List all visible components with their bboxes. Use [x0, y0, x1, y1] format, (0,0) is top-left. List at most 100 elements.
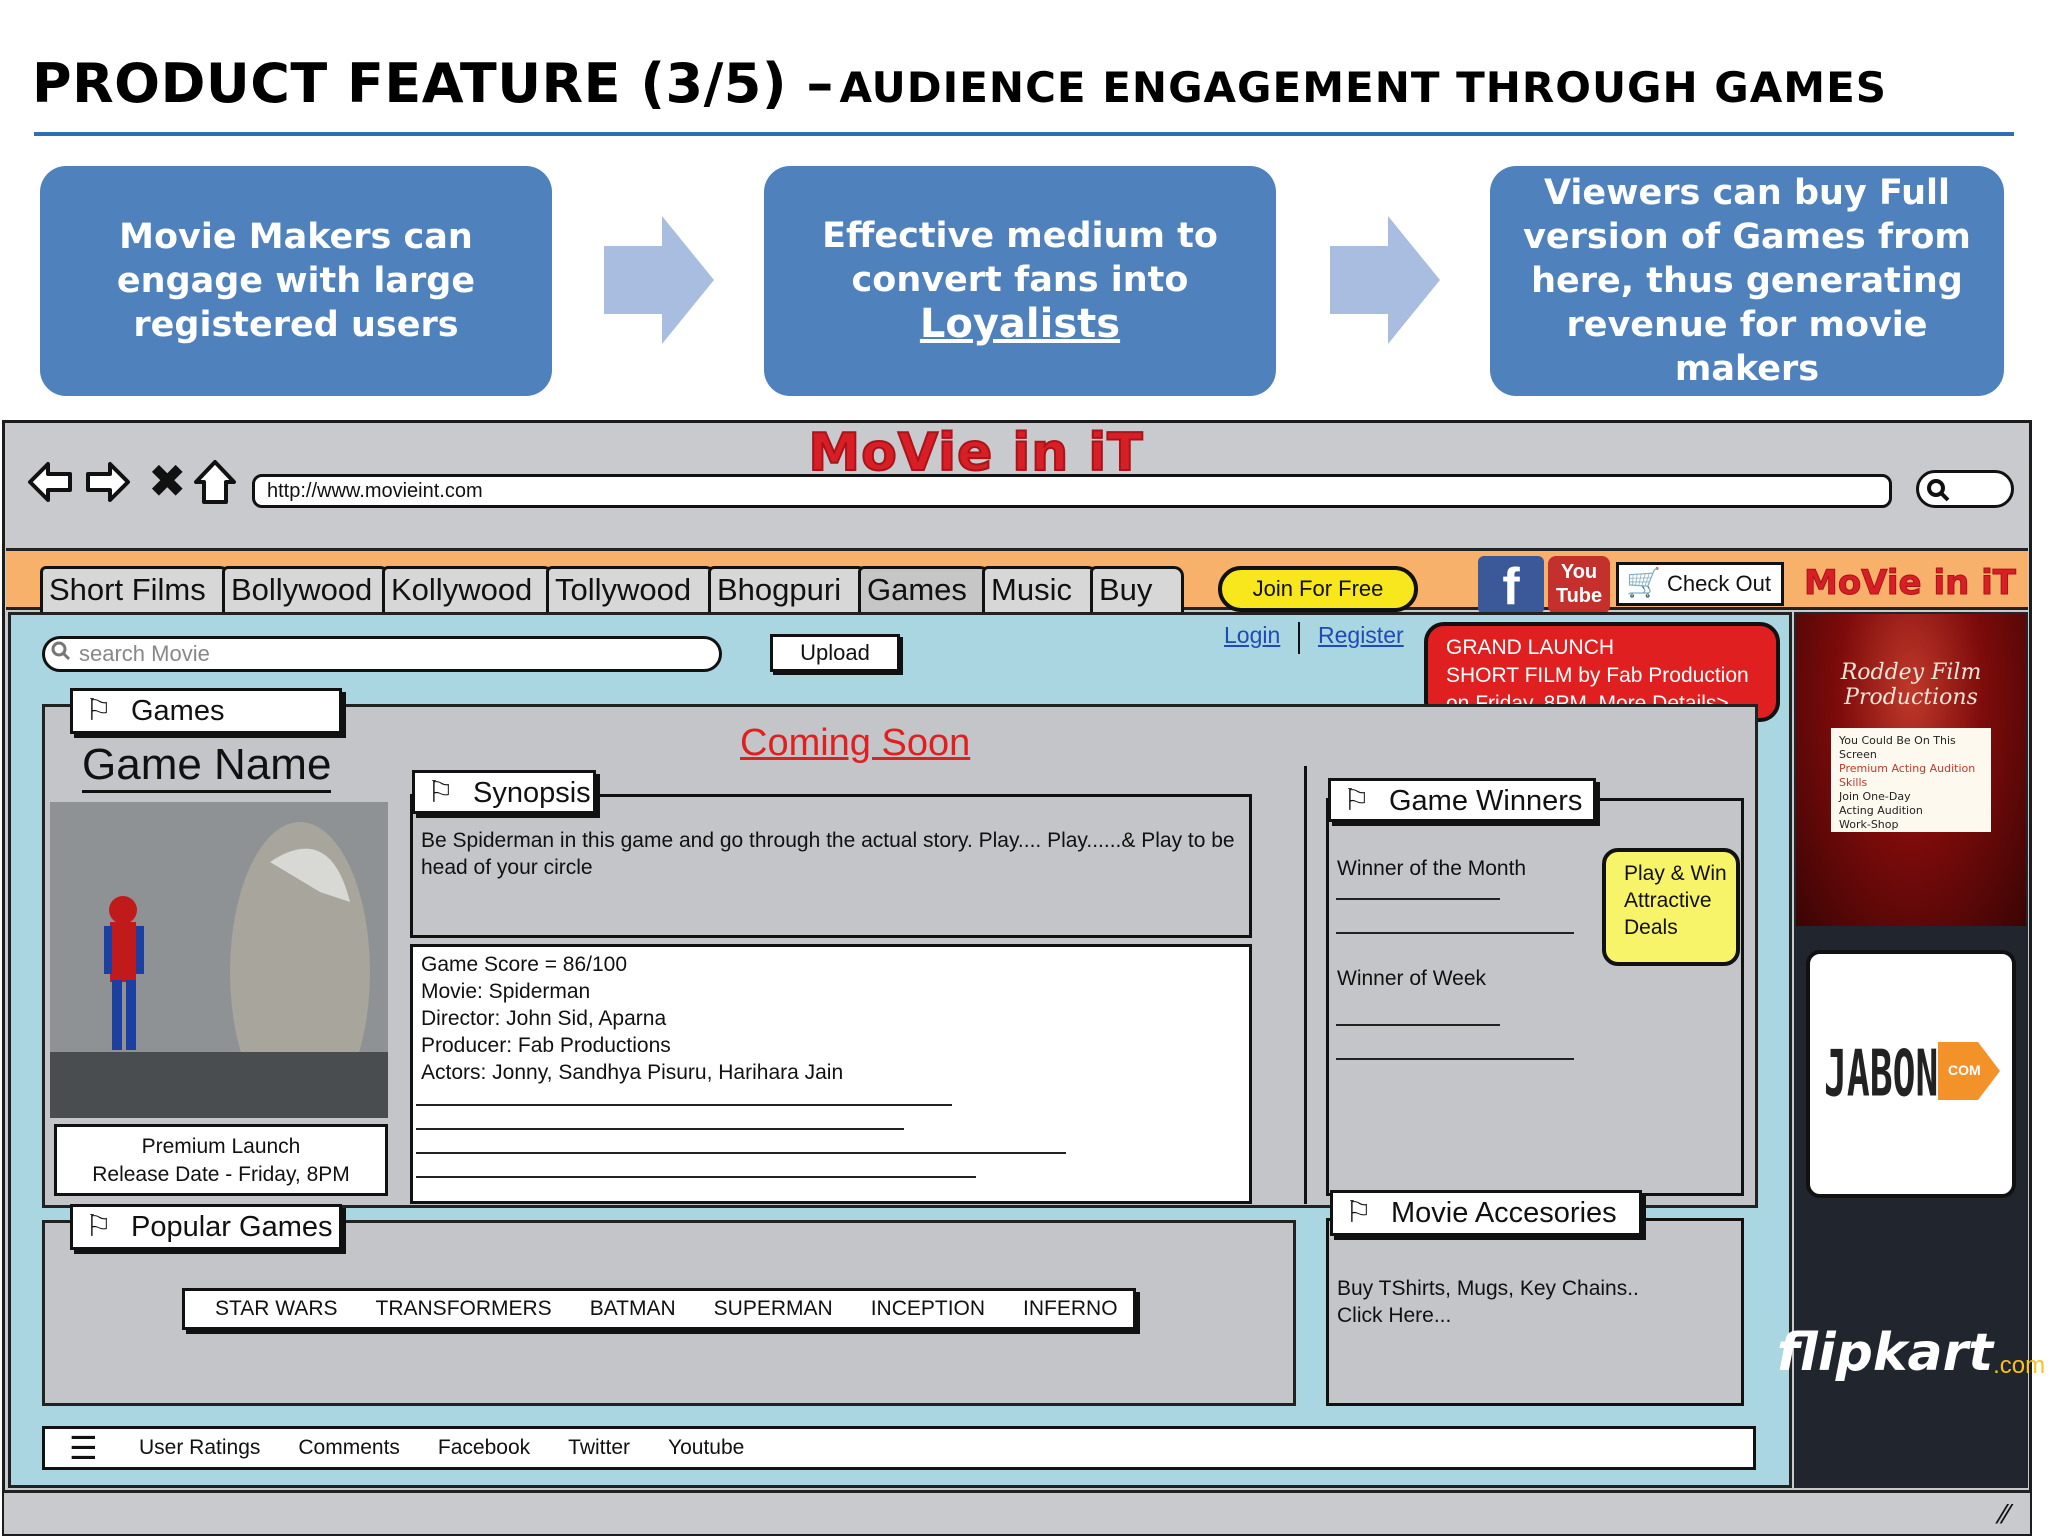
popular-game-superman[interactable]: SUPERMAN: [713, 1297, 833, 1320]
footer-facebook[interactable]: Facebook: [437, 1436, 531, 1459]
synopsis-box: Be Spiderman in this game and go through…: [410, 794, 1252, 938]
tab-short-films[interactable]: Short Films: [40, 566, 230, 615]
browser-search-button[interactable]: [1916, 470, 2014, 508]
grand-launch-line-2: SHORT FILM by Fab Production: [1446, 664, 1749, 687]
footer-user-ratings[interactable]: User Ratings: [139, 1436, 261, 1459]
flag-icon: ⚐: [85, 694, 112, 727]
popular-games-bar: STAR WARS TRANSFORMERS BATMAN SUPERMAN I…: [182, 1288, 1136, 1330]
placeholder-line: [416, 1104, 952, 1106]
login-link[interactable]: Login: [1224, 622, 1281, 648]
game-winners-tag-label: Game Winners: [1389, 785, 1583, 817]
facebook-icon[interactable]: f: [1478, 556, 1544, 616]
popular-game-transformers[interactable]: TRANSFORMERS: [375, 1297, 552, 1320]
tab-kollywood[interactable]: Kollywood: [382, 566, 554, 615]
play-and-win-badge[interactable]: Play & Win Attractive Deals: [1602, 848, 1740, 966]
popular-games-tag-label: Popular Games: [131, 1211, 333, 1243]
youtube-label-2: Tube: [1555, 585, 1603, 607]
game-name: Game Name: [82, 740, 332, 793]
youtube-label-1: You: [1560, 561, 1598, 583]
close-x-icon[interactable]: ✖: [148, 454, 187, 508]
jabong-arrow-icon: [1938, 1042, 2000, 1100]
register-link[interactable]: Register: [1318, 622, 1404, 648]
placeholder-line: [416, 1176, 976, 1178]
placeholder-line: [416, 1128, 904, 1130]
flipkart-logo: flipkart: [1776, 1323, 1994, 1383]
spiderman-artwork: [50, 802, 388, 1118]
checkout-button[interactable]: Check Out: [1616, 562, 1784, 606]
winner-month: Winner of the Month: [1337, 857, 1527, 880]
flag-icon: ⚐: [1343, 784, 1370, 817]
flag-icon: ⚐: [427, 776, 454, 809]
side-logo[interactable]: MoVie in iT: [1803, 563, 2016, 604]
detail-producer: Producer: Fab Productions: [421, 1034, 671, 1057]
search-input[interactable]: search Movie: [42, 636, 722, 672]
detail-director: Director: John Sid, Aparna: [421, 1007, 667, 1030]
step-text-2-emphasis: Loyalists: [919, 301, 1121, 347]
movie-accessories-box[interactable]: Buy TShirts, Mugs, Key Chains.. Click He…: [1326, 1218, 1744, 1406]
placeholder-line: [1336, 932, 1574, 934]
forward-arrow-icon[interactable]: [84, 460, 132, 504]
arrow-right-icon: [604, 216, 714, 344]
roddey-line-2: Premium Acting Audition Skills: [1839, 762, 1976, 789]
roddey-ad-screen: You Could Be On This Screen Premium Acti…: [1831, 728, 1991, 832]
roddey-line-3: Join One-Day: [1839, 790, 1911, 803]
detail-movie: Movie: Spiderman: [421, 980, 591, 1003]
home-icon[interactable]: [192, 458, 238, 506]
play-win-line-1: Play & Win: [1624, 862, 1727, 885]
step-box-3: Viewers can buy Full version of Games fr…: [1490, 166, 2004, 396]
flipkart-com: .com: [1993, 1352, 2046, 1379]
resize-grip-icon[interactable]: ⁄⁄: [2000, 1500, 2009, 1530]
url-bar[interactable]: http://www.movieint.com: [252, 474, 1892, 508]
popular-game-star-wars[interactable]: STAR WARS: [215, 1297, 338, 1320]
step-box-2: Effective medium to convert fans into Lo…: [764, 166, 1276, 396]
movie-accessories-tag: ⚐ Movie Accesories: [1330, 1190, 1642, 1236]
play-win-line-2: Attractive: [1624, 889, 1712, 912]
step-box-1: Movie Makers can engage with large regis…: [40, 166, 552, 396]
menu-icon[interactable]: ☰: [69, 1430, 98, 1466]
games-tag-label: Games: [131, 695, 225, 727]
slide-title-sub: AUDIENCE ENGAGEMENT THROUGH GAMES: [839, 63, 1888, 112]
accessories-line-2: Click Here...: [1337, 1304, 1452, 1327]
step-text-3: Viewers can buy Full version of Games fr…: [1523, 173, 1971, 389]
tab-bhogpuri[interactable]: Bhogpuri: [708, 566, 868, 615]
arrow-right-icon: [1330, 216, 1440, 344]
footer-youtube[interactable]: Youtube: [668, 1436, 745, 1459]
site-logo[interactable]: MoVie in iT: [807, 422, 1144, 484]
search-icon: [51, 641, 71, 661]
synopsis-text: Be Spiderman in this game and go through…: [421, 829, 1235, 879]
youtube-icon[interactable]: You Tube: [1548, 556, 1610, 614]
popular-game-inferno[interactable]: INFERNO: [1023, 1297, 1118, 1320]
tab-bollywood[interactable]: Bollywood: [222, 566, 390, 615]
game-winners-tag: ⚐ Game Winners: [1328, 778, 1596, 822]
step-text-2: Effective medium to convert fans into: [822, 216, 1218, 300]
jabong-ad[interactable]: JABONG COM: [1806, 950, 2016, 1198]
back-arrow-icon[interactable]: [26, 460, 74, 504]
footer-comments[interactable]: Comments: [298, 1436, 400, 1459]
roddey-line-5: Work-Shop: [1839, 818, 1899, 831]
placeholder-line: [1336, 1024, 1500, 1026]
flipkart-ad[interactable]: flipkart .com: [1777, 1220, 2045, 1486]
tab-tollywood[interactable]: Tollywood: [546, 566, 716, 615]
join-for-free-button[interactable]: Join For Free: [1218, 566, 1418, 612]
cart-icon: 🛒: [1626, 566, 1661, 599]
roddey-ad-title: Roddey Film Productions: [1840, 660, 1982, 710]
status-bar: [4, 1490, 2030, 1534]
game-cover-image[interactable]: [50, 802, 388, 1118]
slide-title: PRODUCT FEATURE (3/5) – AUDIENCE ENGAGEM…: [32, 52, 1887, 115]
movie-accessories-tag-label: Movie Accesories: [1391, 1197, 1617, 1229]
placeholder-line: [1336, 898, 1500, 900]
games-tag: ⚐ Games: [70, 688, 342, 734]
upload-button[interactable]: Upload: [770, 634, 900, 672]
popular-game-inception[interactable]: INCEPTION: [870, 1297, 986, 1320]
slide-title-main: PRODUCT FEATURE (3/5) –: [32, 52, 834, 115]
tab-music[interactable]: Music: [982, 566, 1098, 615]
tab-games[interactable]: Games: [858, 566, 990, 615]
synopsis-tag-label: Synopsis: [473, 777, 591, 809]
step-text-1: Movie Makers can engage with large regis…: [116, 217, 476, 345]
roddey-ad[interactable]: Roddey Film Productions You Could Be On …: [1796, 614, 2026, 926]
tab-buy[interactable]: Buy: [1090, 566, 1184, 615]
accessories-line-1: Buy TShirts, Mugs, Key Chains..: [1337, 1277, 1639, 1300]
link-divider: [1298, 622, 1300, 654]
popular-game-batman[interactable]: BATMAN: [589, 1297, 676, 1320]
footer-twitter[interactable]: Twitter: [568, 1436, 630, 1459]
